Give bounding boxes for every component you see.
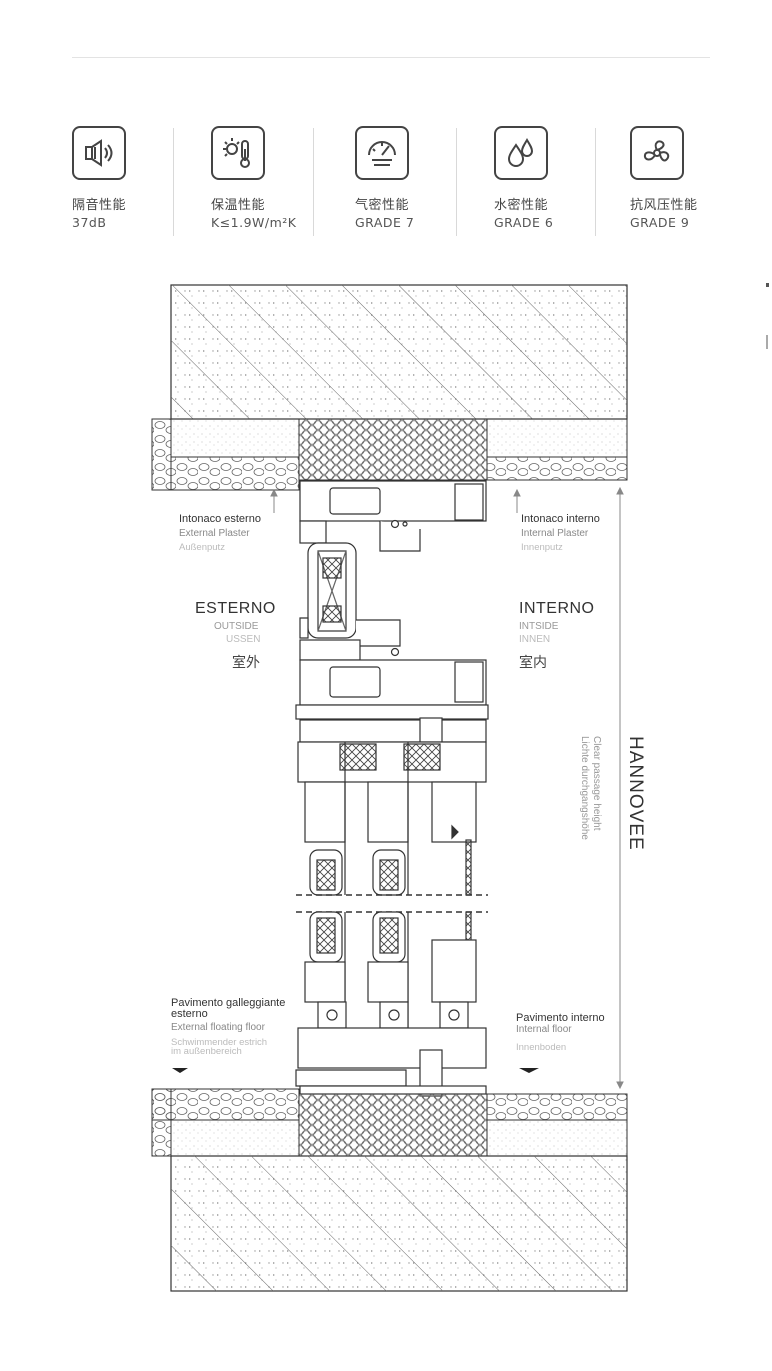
feature-air: 气密性能 GRADE 7: [355, 126, 475, 230]
brand-vertical-label: HANNOVEE: [625, 736, 646, 851]
top-insulation: [298, 418, 488, 481]
feature-name: 抗风压性能: [630, 198, 698, 213]
outside-label-cn: 室外: [232, 655, 260, 671]
inside-label-en: INTSIDE: [519, 621, 559, 632]
int-plaster-label-en: Internal Plaster: [521, 528, 589, 539]
sound-insulation-icon: [72, 126, 126, 180]
air-tightness-icon: [355, 126, 409, 180]
top-concrete-slab: [170, 284, 628, 420]
feature-value: 37dB: [72, 215, 107, 230]
bottom-concrete-slab: [170, 1155, 628, 1292]
inside-label-de: INNEN: [519, 634, 551, 645]
int-floor-label-de: Innenboden: [516, 1042, 567, 1053]
feature-value: GRADE 9: [630, 215, 690, 230]
ext-floor-label-de: Schwimmender estrich: [171, 1037, 268, 1048]
top-divider: [72, 57, 710, 58]
bottom-insulation: [298, 1093, 488, 1157]
head-frame-profile: [299, 480, 487, 552]
outside-label: ESTERNO: [195, 600, 276, 617]
feature-value: GRADE 7: [355, 215, 415, 230]
separator: [313, 128, 314, 236]
clear-height-label-en: Clear passage height: [591, 736, 602, 831]
int-plaster-label-de: Innenputz: [521, 542, 563, 553]
break-line: [296, 894, 488, 913]
ext-floor-label-en: External floating floor: [171, 1022, 265, 1033]
thermal-insulation-icon: [211, 126, 265, 180]
inside-label: INTERNO: [519, 600, 595, 617]
feature-name: 保温性能: [211, 198, 266, 213]
outside-label-en: OUTSIDE: [214, 621, 259, 632]
feature-sound: 隔音性能 37dB: [72, 126, 192, 230]
leader-lines: [270, 486, 624, 1090]
top-plaster-layer: [151, 418, 628, 491]
feature-name: 水密性能: [494, 198, 549, 213]
int-plaster-label: Intonaco interno: [521, 513, 600, 525]
feature-name: 隔音性能: [72, 198, 127, 213]
separator: [595, 128, 596, 236]
int-floor-label-en: Internal floor: [516, 1024, 572, 1035]
threshold-profile: [295, 939, 487, 1097]
sash-glass-upper: [309, 824, 472, 896]
int-floor-label: Pavimento interno: [516, 1012, 605, 1024]
transom-profile: [295, 617, 489, 720]
ext-floor-label: Pavimento galleggiante: [171, 997, 286, 1009]
inside-label-cn: 室内: [519, 655, 547, 671]
ext-plaster-label: Intonaco esterno: [179, 513, 261, 525]
water-tightness-icon: [494, 126, 548, 180]
outside-label-de: USSEN: [226, 634, 261, 645]
sliding-frame-upper: [297, 717, 487, 895]
performance-features: 隔音性能 37dB 保温性能 K≤1.9W/m²K 气密性能 GRADE 7: [0, 120, 772, 240]
ext-plaster-label-de: Außenputz: [179, 542, 225, 553]
feature-value: K≤1.9W/m²K: [211, 215, 297, 230]
feature-value: GRADE 6: [494, 215, 554, 230]
ext-plaster-label-en: External Plaster: [179, 528, 250, 539]
feature-wind: 抗风压性能 GRADE 9: [630, 126, 750, 230]
upper-glass-unit: [307, 542, 357, 639]
ext-floor-label-de-2: im außenbereich: [171, 1046, 242, 1057]
level-marker: [172, 1068, 539, 1073]
clear-height-label-de: Lichte durchgangshöhe: [579, 736, 590, 840]
separator: [456, 128, 457, 236]
bottom-floor-layers: [151, 1088, 628, 1157]
ext-floor-label-2: esterno: [171, 1008, 208, 1020]
edge-mark: [766, 283, 769, 287]
feature-thermal: 保温性能 K≤1.9W/m²K: [211, 126, 331, 230]
separator: [173, 128, 174, 236]
feature-name: 气密性能: [355, 198, 410, 213]
edge-mark: [766, 335, 768, 349]
clear-height-label: Clear passage height Lichte durchgangshö…: [578, 736, 602, 840]
feature-water: 水密性能 GRADE 6: [494, 126, 614, 230]
wind-pressure-icon: [630, 126, 684, 180]
